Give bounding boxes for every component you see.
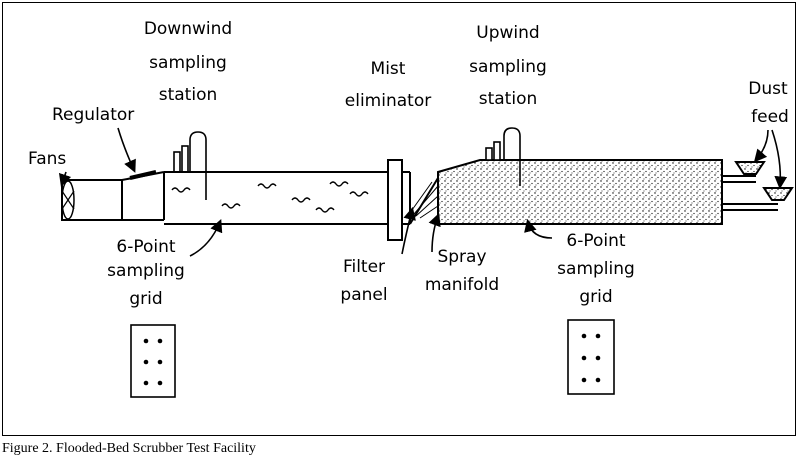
label-filter-1: Filter bbox=[343, 257, 385, 277]
downwind-duct bbox=[164, 171, 388, 225]
label-dust-1: Dust bbox=[748, 79, 788, 99]
label-grid-left-3: grid bbox=[129, 289, 162, 309]
upwind-sampling-probes bbox=[485, 127, 521, 186]
label-grid-left-1: 6-Point bbox=[116, 237, 175, 257]
label-upwind-2: sampling bbox=[469, 57, 547, 77]
pointer-arrows bbox=[58, 127, 788, 257]
figure-caption: Figure 2. Flooded-Bed Scrubber Test Faci… bbox=[2, 441, 256, 456]
label-upwind-1: Upwind bbox=[476, 23, 539, 43]
dust-feed-pipes bbox=[722, 175, 778, 211]
label-downwind-3: station bbox=[159, 85, 218, 105]
label-mist-2: eliminator bbox=[345, 91, 431, 111]
label-downwind-2: sampling bbox=[149, 53, 227, 73]
label-grid-left-2: sampling bbox=[107, 261, 185, 281]
label-upwind-3: station bbox=[479, 89, 538, 109]
fan-housing bbox=[61, 179, 123, 221]
scrubber-body bbox=[437, 159, 723, 225]
label-spray-2: manifold bbox=[425, 275, 499, 295]
label-fans: Fans bbox=[28, 149, 66, 169]
spray-manifold bbox=[409, 172, 439, 225]
label-regulator: Regulator bbox=[52, 105, 134, 125]
label-dust-2: feed bbox=[751, 107, 789, 127]
label-grid-right-2: sampling bbox=[557, 259, 635, 279]
downwind-sampling-probes bbox=[173, 131, 207, 200]
water-marks bbox=[171, 181, 369, 213]
scrubber-diagram: Fans Regulator Downwind sampling station… bbox=[28, 19, 794, 398]
label-mist-1: Mist bbox=[371, 59, 406, 79]
label-filter-2: panel bbox=[340, 285, 387, 305]
label-spray-1: Spray bbox=[437, 247, 486, 267]
label-grid-right-3: grid bbox=[579, 287, 612, 307]
sampling-grid-left bbox=[130, 324, 176, 398]
regulator-transition bbox=[121, 170, 165, 221]
mist-eliminator bbox=[387, 159, 403, 241]
sampling-grid-right bbox=[567, 319, 615, 395]
label-grid-right-1: 6-Point bbox=[566, 231, 625, 251]
label-downwind-1: Downwind bbox=[144, 19, 232, 39]
